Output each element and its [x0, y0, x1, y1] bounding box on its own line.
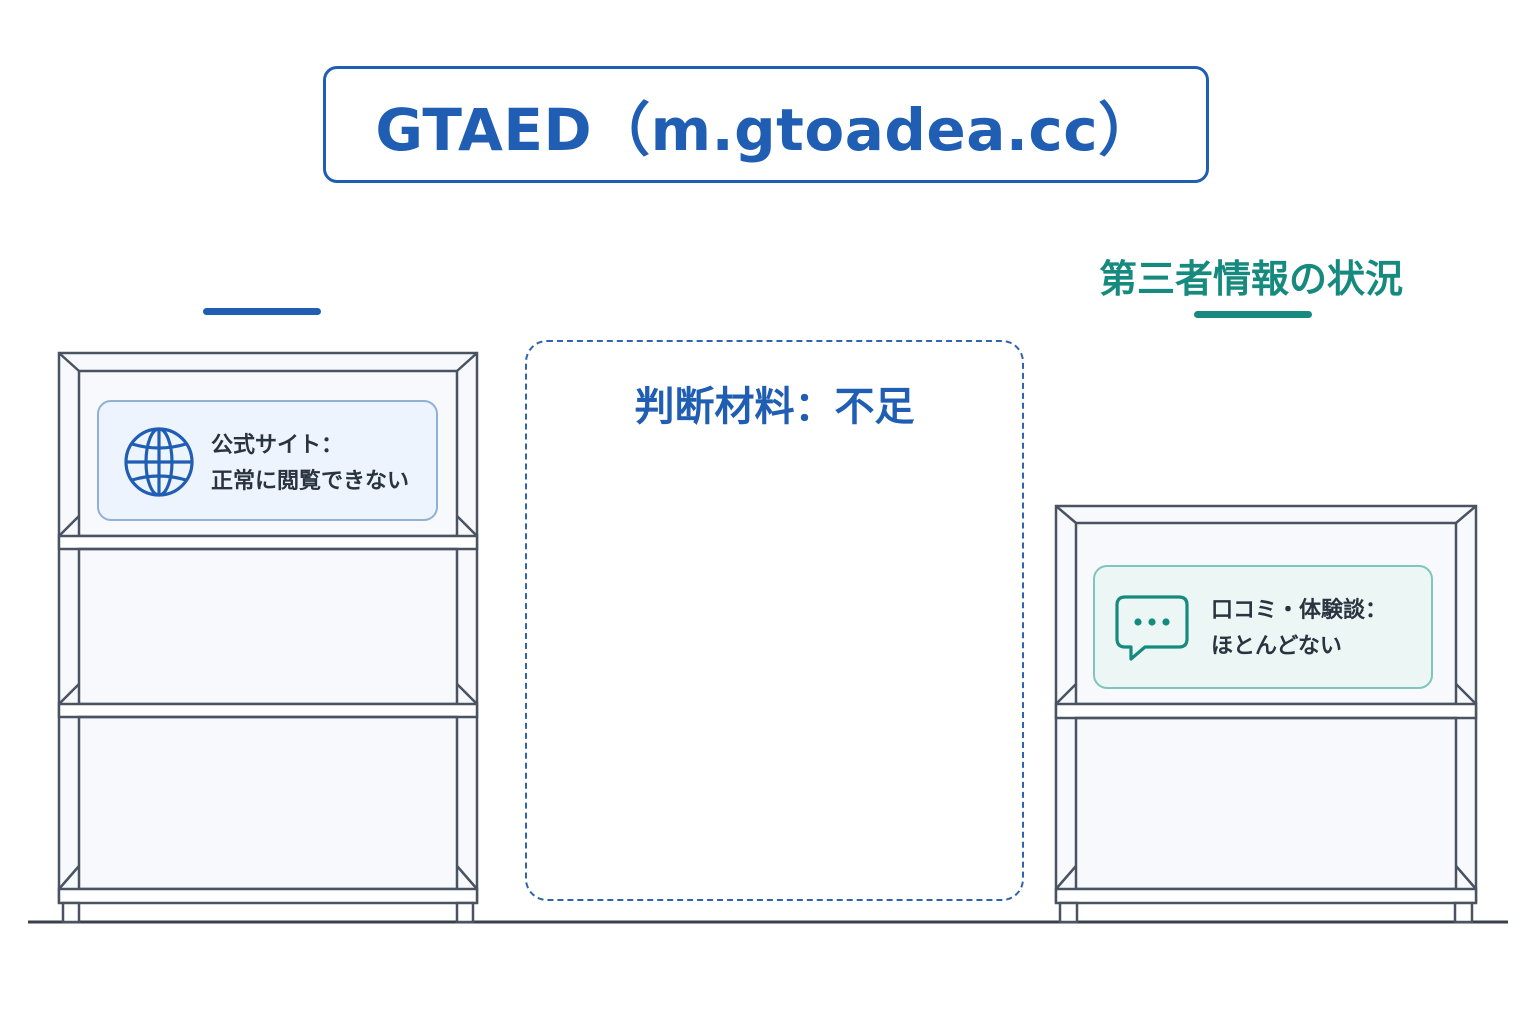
left-accent-bar [203, 308, 321, 315]
official-site-line1: 公式サイト： [211, 433, 344, 458]
reviews-line1: 口コミ・体験談： [1211, 598, 1388, 623]
reviews-text: 口コミ・体験談： ほとんどない [1211, 593, 1387, 665]
right-accent-bar [1194, 311, 1312, 318]
globe-icon [124, 427, 194, 497]
right-section-heading: 第三者情報の状況 [1099, 257, 1404, 301]
reviews-card: 口コミ・体験談： ほとんどない [1093, 565, 1433, 689]
reviews-line2: ほとんどない [1211, 634, 1342, 659]
chat-bubble-icon [1115, 595, 1189, 661]
official-site-card: 公式サイト： 正常に閲覧できない [97, 400, 438, 521]
evidence-panel: 判断材料：不足 [525, 340, 1024, 901]
official-site-line2: 正常に閲覧できない [211, 469, 410, 494]
evidence-status-label: 判断材料：不足 [634, 384, 915, 430]
title-box: GTAED（m.gtoadea.cc） [323, 66, 1209, 183]
page-title: GTAED（m.gtoadea.cc） [375, 95, 1157, 164]
official-site-text: 公式サイト： 正常に閲覧できない [211, 428, 409, 500]
